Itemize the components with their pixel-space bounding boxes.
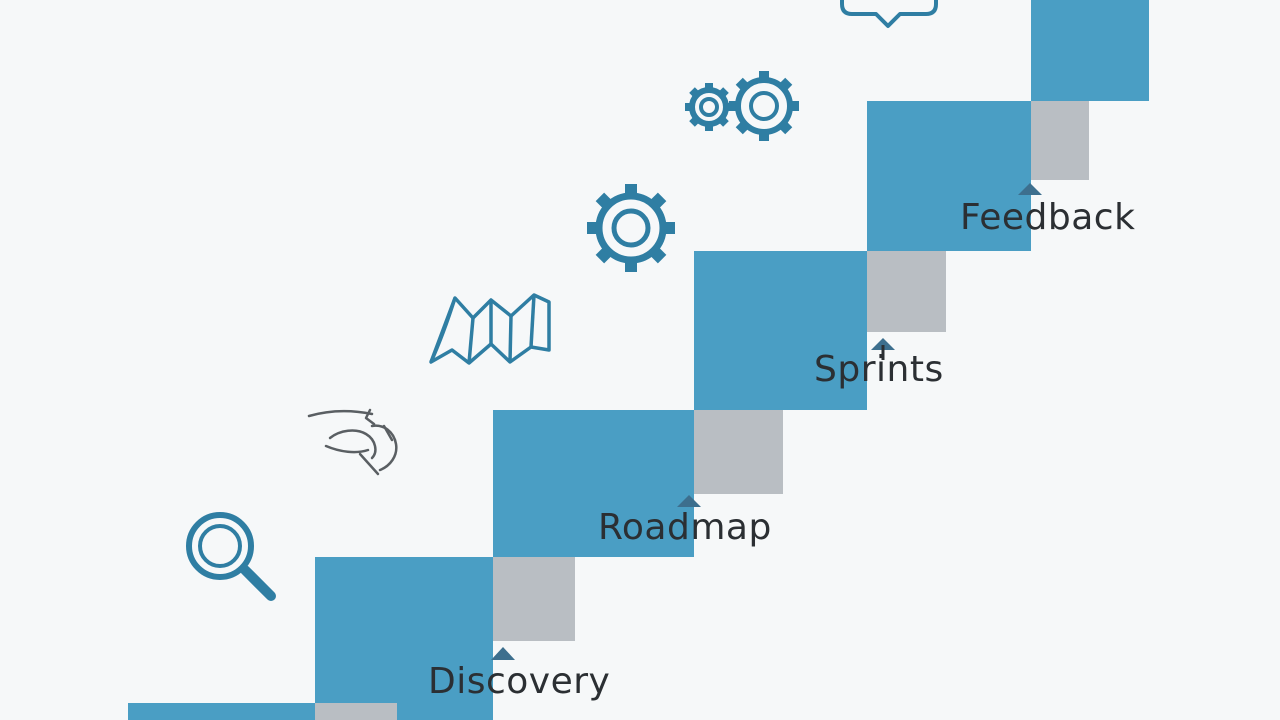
step-label-roadmap: Roadmap — [598, 507, 772, 548]
marker-feedback — [1018, 183, 1042, 195]
step-block-5 — [867, 101, 1031, 251]
step-block-4 — [694, 251, 867, 410]
step-block-top — [1031, 0, 1149, 25]
riser-3 — [694, 410, 783, 494]
step-label-sprints: Sprints — [814, 349, 944, 390]
marker-sprints — [871, 338, 895, 350]
marker-discovery — [491, 647, 515, 660]
double-gear-icon — [685, 71, 799, 141]
step-label-discovery: Discovery — [428, 661, 611, 702]
step-block-2 — [315, 557, 493, 720]
riser-2 — [493, 557, 575, 641]
riser-5 — [1031, 101, 1089, 180]
gear-icon — [587, 184, 675, 272]
speech-bubble-icon — [840, 0, 938, 28]
step-block-1 — [128, 703, 315, 720]
riser-4 — [867, 251, 946, 332]
map-icon — [429, 293, 551, 365]
step-label-feedback: Feedback — [960, 197, 1136, 238]
step-block-3 — [493, 410, 694, 557]
marker-roadmap — [677, 495, 701, 507]
hand-icon — [307, 408, 398, 476]
magnifier-icon — [186, 512, 276, 601]
riser-1 — [315, 703, 397, 720]
